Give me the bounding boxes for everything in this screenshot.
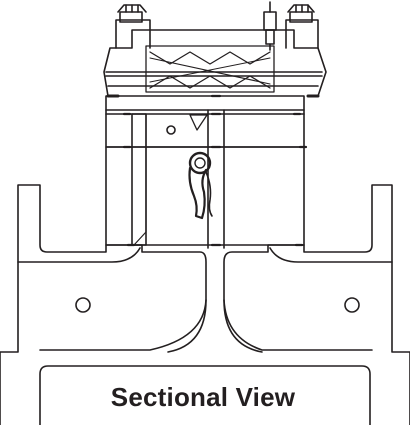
bellows-upper-zigzag [149, 51, 271, 65]
bellows-housing [145, 45, 275, 93]
bellows-lower-zigzag [149, 75, 271, 89]
right-bore-edge [223, 299, 263, 353]
caption-panel-frame [39, 365, 371, 425]
left-flange-inner-line [17, 247, 141, 263]
hinge-arm [189, 114, 208, 131]
cover-right-boss [285, 19, 319, 49]
left-bolt-hole-icon [75, 297, 91, 313]
right-flange-outline [223, 184, 410, 425]
disc-taper [133, 113, 147, 246]
left-bore-edge [167, 299, 207, 353]
right-bolt-hole-icon [344, 297, 360, 313]
spring-clip-shadow [205, 171, 213, 217]
cover-lower-plate [105, 95, 305, 111]
top-bolt-heads [117, 4, 315, 23]
cover-left-boss [115, 19, 151, 49]
caption-text: Sectional View [110, 382, 296, 412]
spring-clip-icon [188, 166, 208, 220]
pin-hole-icon [166, 125, 176, 135]
hinge-pin-inner-icon [194, 157, 206, 169]
cover-body [103, 29, 327, 97]
hinge-pin-outer-icon [188, 151, 212, 175]
left-flange-outline [0, 184, 207, 425]
body-middle-block [105, 109, 305, 148]
right-flange-inner-line [269, 247, 393, 263]
bellows-cross [149, 57, 271, 85]
block-bolt-ticks [122, 94, 308, 247]
vent-stem-icon [263, 1, 277, 51]
disc-plate [131, 113, 147, 246]
